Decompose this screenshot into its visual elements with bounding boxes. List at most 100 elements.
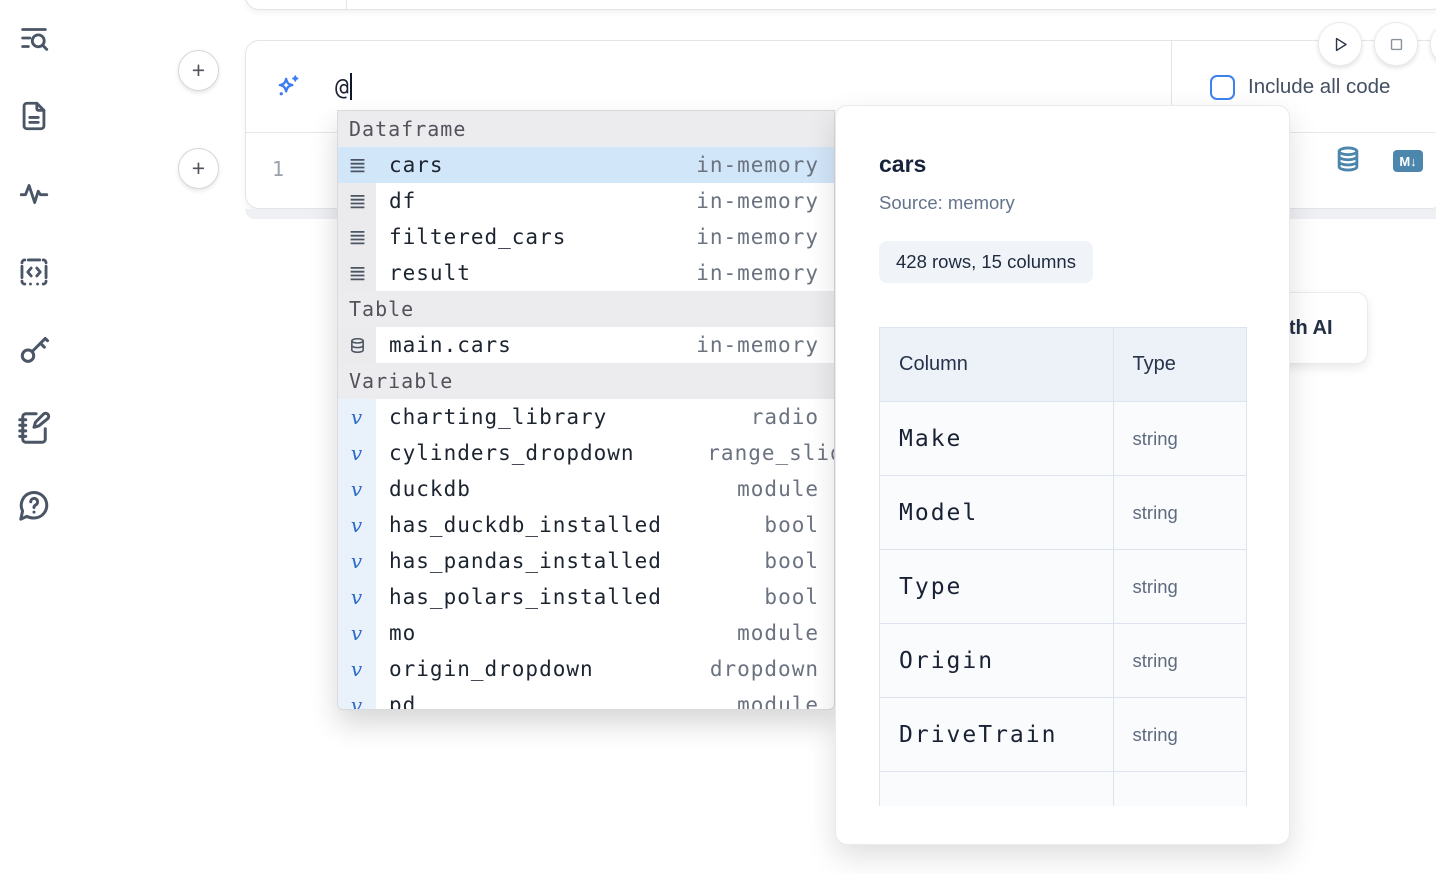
markdown-icon[interactable]: M↓ [1393,150,1423,172]
dataframe-icon [338,147,376,183]
variable-icon: v [350,621,364,645]
include-all-code-checkbox[interactable] [1210,74,1235,100]
autocomplete-item[interactable]: v mo module [338,615,834,651]
autocomplete-item[interactable]: cars in-memory [338,147,834,183]
variable-icon: v [338,399,376,435]
variable-icon: v [338,579,376,615]
variable-icon: v [338,615,376,651]
autocomplete-item-name: cars [389,153,444,177]
variable-icon: v [338,687,376,710]
autocomplete-item[interactable]: filtered_cars in-memory [338,219,834,255]
autocomplete-item-name: duckdb [389,477,471,501]
key-icon[interactable] [14,330,54,370]
autocomplete-item-type: dropdown [709,657,819,681]
autocomplete-item-name: cylinders_dropdown [389,441,635,465]
table-icon [338,327,376,363]
previous-cell-divider [346,0,347,9]
column-name-cell: Origin [879,623,1114,698]
scratchpad-icon[interactable] [14,408,54,448]
text-cursor [349,72,352,100]
preview-title: cars [879,151,927,177]
preview-table-header: Column [879,327,1114,402]
autocomplete-item-type: module [737,621,819,645]
dataframe-icon [338,183,376,219]
autocomplete-item-type: bool [764,513,819,537]
variable-icon: v [338,543,376,579]
autocomplete-item-type: in-memory [696,153,819,177]
autocomplete-item-name: filtered_cars [389,225,567,249]
help-icon[interactable] [14,486,54,526]
autocomplete-item-type: bool [764,585,819,609]
autocomplete-item-name: origin_dropdown [389,657,594,681]
autocomplete-item-name: main.cars [389,333,512,357]
autocomplete-item[interactable]: v origin_dropdown dropdown [338,651,834,687]
autocomplete-item[interactable]: v has_pandas_installed bool [338,543,834,579]
include-all-code-label: Include all code [1248,75,1391,98]
run-cell-button[interactable] [1318,22,1362,66]
autocomplete-item-type: range_slider [707,441,834,465]
column-name-cell: Model [879,475,1114,550]
autocomplete-section-header: Variable [338,363,834,399]
variable-icon: v [338,507,376,543]
ai-prompt-value: @ [335,74,349,101]
autocomplete-item-name: mo [389,621,417,645]
autocomplete-item[interactable]: v cylinders_dropdown range_slider [338,435,834,471]
column-type-cell: string [1112,475,1248,550]
ai-prompt-input[interactable]: @ [335,72,352,101]
snippets-code-icon[interactable] [14,252,54,292]
preview-shape-badge: 428 rows, 15 columns [879,241,1093,283]
autocomplete-item-name: has_duckdb_installed [389,513,662,537]
autocomplete-item-type: radio [750,405,819,429]
variable-icon: v [350,585,364,609]
database-icon[interactable] [1334,145,1362,178]
preview-table-row-partial [879,771,1248,806]
variable-icon: v [350,693,364,710]
sidebar [14,18,62,526]
preview-table-header: Type [1112,327,1248,402]
code-editor-row[interactable]: 1 M↓ [246,133,1436,209]
column-name-cell: DriveTrain [879,697,1114,772]
autocomplete-item-type: in-memory [696,225,819,249]
variable-icon: v [350,441,364,465]
column-type-cell: string [1112,623,1248,698]
line-number: 1 [272,157,285,181]
autocomplete-item-name: charting_library [389,405,608,429]
autocomplete-item-name: has_polars_installed [389,585,662,609]
add-cell-button-above[interactable]: + [178,50,219,91]
file-document-icon[interactable] [14,96,54,136]
variable-icon: v [350,405,364,429]
activity-icon[interactable] [14,174,54,214]
autocomplete-item-type: bool [764,549,819,573]
include-all-code-zone: Include all code [1171,41,1436,133]
autocomplete-item[interactable]: v pd module [338,687,834,710]
autocomplete-item[interactable]: v has_duckdb_installed bool [338,507,834,543]
autocomplete-item[interactable]: v has_polars_installed bool [338,579,834,615]
stop-button[interactable] [1374,22,1418,66]
search-list-icon[interactable] [14,18,54,58]
autocomplete-item-name: pd [389,693,417,710]
preview-source: Source: memory [879,192,1015,213]
variable-icon: v [338,651,376,687]
variable-icon: v [338,435,376,471]
dataframe-icon [338,255,376,291]
variable-icon: v [350,657,364,681]
autocomplete-item-name: has_pandas_installed [389,549,662,573]
autocomplete-item-name: result [389,261,471,285]
ai-sparkle-icon [278,74,299,95]
column-name-cell: Make [879,401,1114,476]
dataframe-icon [338,219,376,255]
autocomplete-item[interactable]: v charting_library radio [338,399,834,435]
autocomplete-item-type: module [737,693,819,710]
add-cell-button-below[interactable]: + [178,148,219,189]
column-name-cell: Type [879,549,1114,624]
